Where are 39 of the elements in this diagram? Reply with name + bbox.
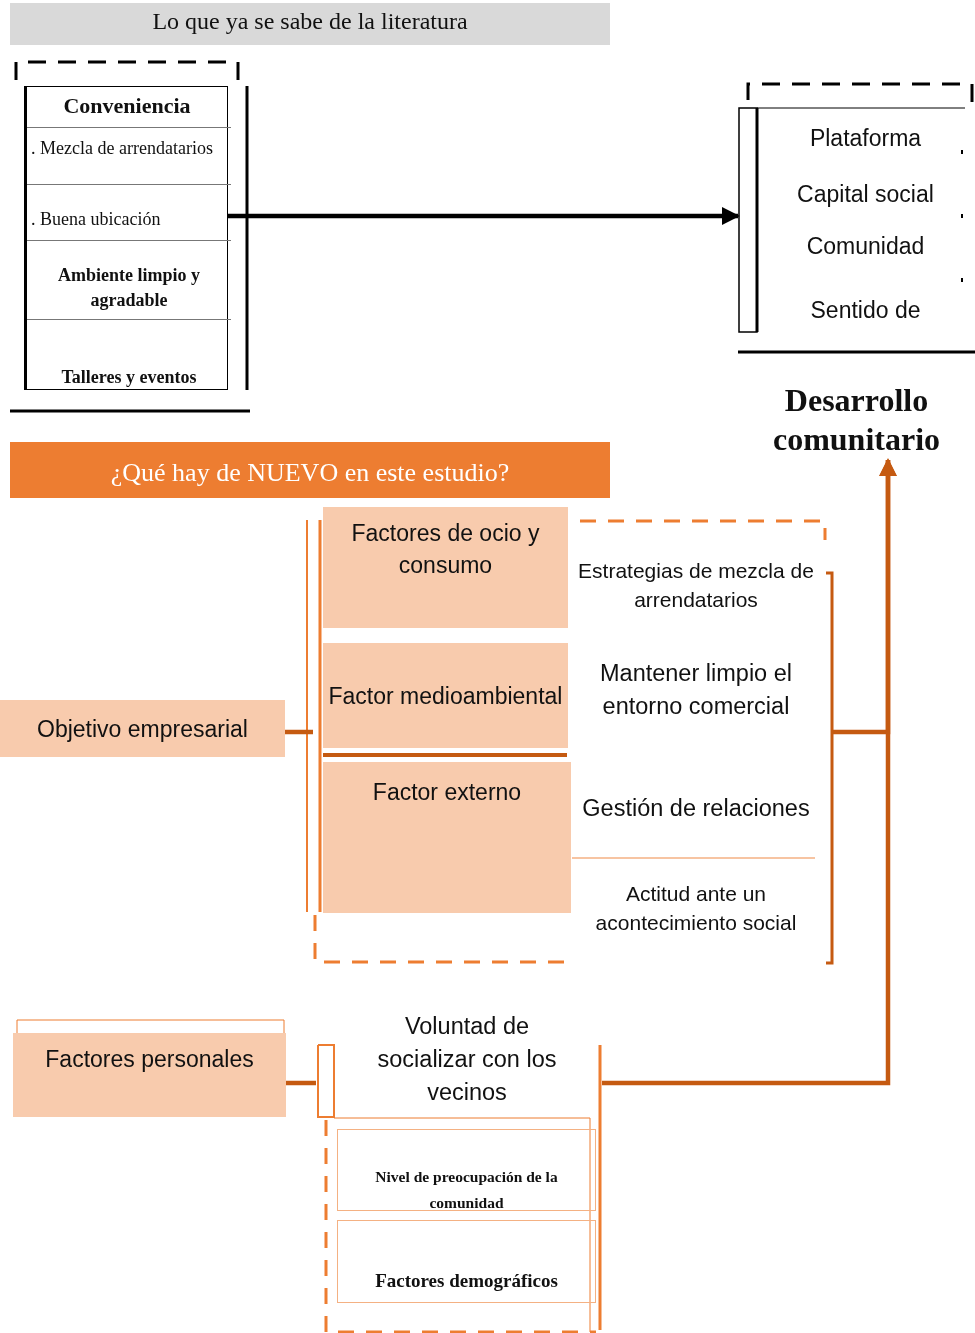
arrow xyxy=(602,458,897,1086)
list-heading: Desarrollo comunitario xyxy=(771,381,942,458)
label-text: Sentido de xyxy=(809,296,922,325)
connector-line xyxy=(286,1080,316,1086)
label-text: Plataforma xyxy=(808,124,923,153)
connector-line xyxy=(285,729,313,735)
label-text: Capital social xyxy=(796,180,935,209)
label-text: Nivel de preocupación de la comunidad xyxy=(374,1167,559,1214)
label-text: Factor medioambiental xyxy=(327,681,564,711)
arrow xyxy=(228,207,740,225)
label-text: Gestión de relaciones xyxy=(581,793,811,823)
list-row xyxy=(27,319,231,390)
label-text: Estrategias de mezcla de arrendatarios xyxy=(577,557,815,613)
banner-title: Lo que ya se sabe de la literatura xyxy=(151,7,469,36)
label-text: Actitud ante un acontecimiento social xyxy=(594,880,798,936)
label-text: Objetivo empresarial xyxy=(36,714,249,744)
label-text: . Mezcla de arrendatarios xyxy=(30,137,214,160)
label-text: Ambiente limpio y agradable xyxy=(57,264,201,313)
banner-title: ¿Qué hay de NUEVO en este estudio? xyxy=(109,457,511,489)
factor-box xyxy=(323,507,568,628)
heading-banner xyxy=(10,3,610,45)
label-text: Factor externo xyxy=(371,778,523,807)
list-heading: Conveniencia xyxy=(62,92,192,120)
factor-box xyxy=(323,762,571,913)
label-text: Factores demográficos xyxy=(374,1269,559,1293)
label-text: . Buena ubicación xyxy=(30,208,162,231)
label-text: Voluntad de socializar con los vecinos xyxy=(376,1011,558,1107)
list-box xyxy=(24,86,228,390)
label-text: Factores personales xyxy=(44,1045,255,1074)
label-text: Talleres y eventos xyxy=(60,366,198,389)
text-box xyxy=(337,1220,596,1303)
label-text: Comunidad xyxy=(805,232,926,261)
label-text: Factores de ocio y consumo xyxy=(350,519,541,581)
label-text: Mantener limpio el entorno comercial xyxy=(599,659,793,721)
factor-box xyxy=(323,643,568,748)
heading-banner xyxy=(10,442,610,498)
factor-box xyxy=(0,700,285,757)
text-box xyxy=(337,1129,596,1211)
factor-box xyxy=(13,1033,286,1117)
